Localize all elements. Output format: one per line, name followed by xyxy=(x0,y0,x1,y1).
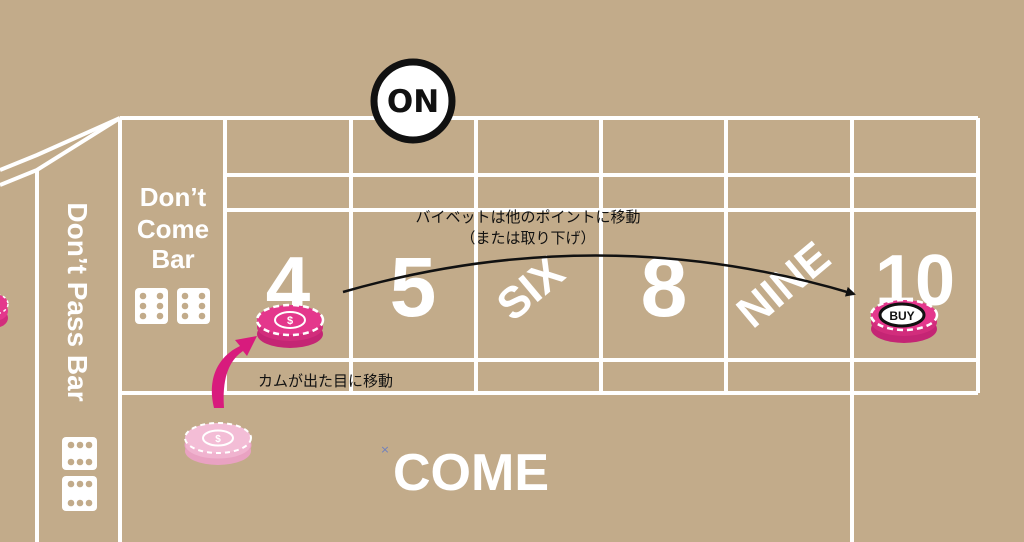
dont-come-bar-line-3: Bar xyxy=(151,244,194,274)
come-bet-chip: $ xyxy=(184,422,252,465)
buy-chip-label: BUY xyxy=(889,309,914,323)
dice-pair-icon xyxy=(135,288,210,324)
point-box-8-label: 8 xyxy=(641,240,688,334)
come-area-label: COME xyxy=(393,444,549,502)
buy-bet-chip: BUY xyxy=(869,298,939,343)
buy-move-arrow xyxy=(342,254,856,297)
dont-pass-bar: Don’t Pass Bar xyxy=(62,202,97,511)
casino-chip-icon xyxy=(0,294,9,328)
point-4-chip: $ xyxy=(255,303,325,348)
dont-pass-bar-label: Don’t Pass Bar xyxy=(62,202,93,401)
point-box-5-label: 5 xyxy=(390,240,437,334)
annotations: バイベットは他のポイントに移動 （または取り下げ） カムが出た目に移動 xyxy=(258,208,641,390)
come-chip-dollar: $ xyxy=(215,434,221,445)
buy-move-annotation-line-2: （または取り下げ） xyxy=(460,229,595,247)
table-lines xyxy=(0,116,980,542)
buy-move-annotation-line-1: バイベットは他のポイントに移動 xyxy=(415,208,640,226)
dont-come-bar-line-1: Don’t xyxy=(140,182,207,212)
point-4-chip-dollar: $ xyxy=(287,315,293,327)
dont-come-bar: Don’t Come Bar xyxy=(135,182,210,324)
dont-come-bar-line-2: Come xyxy=(137,214,209,244)
come-move-annotation: カムが出た目に移動 xyxy=(258,372,393,390)
on-puck-label: ON xyxy=(387,84,439,120)
on-puck: ON xyxy=(370,58,456,144)
dice-pair-icon xyxy=(62,437,97,511)
small-marker-icon: × xyxy=(380,443,389,456)
curved-arrow-icon xyxy=(211,336,257,408)
